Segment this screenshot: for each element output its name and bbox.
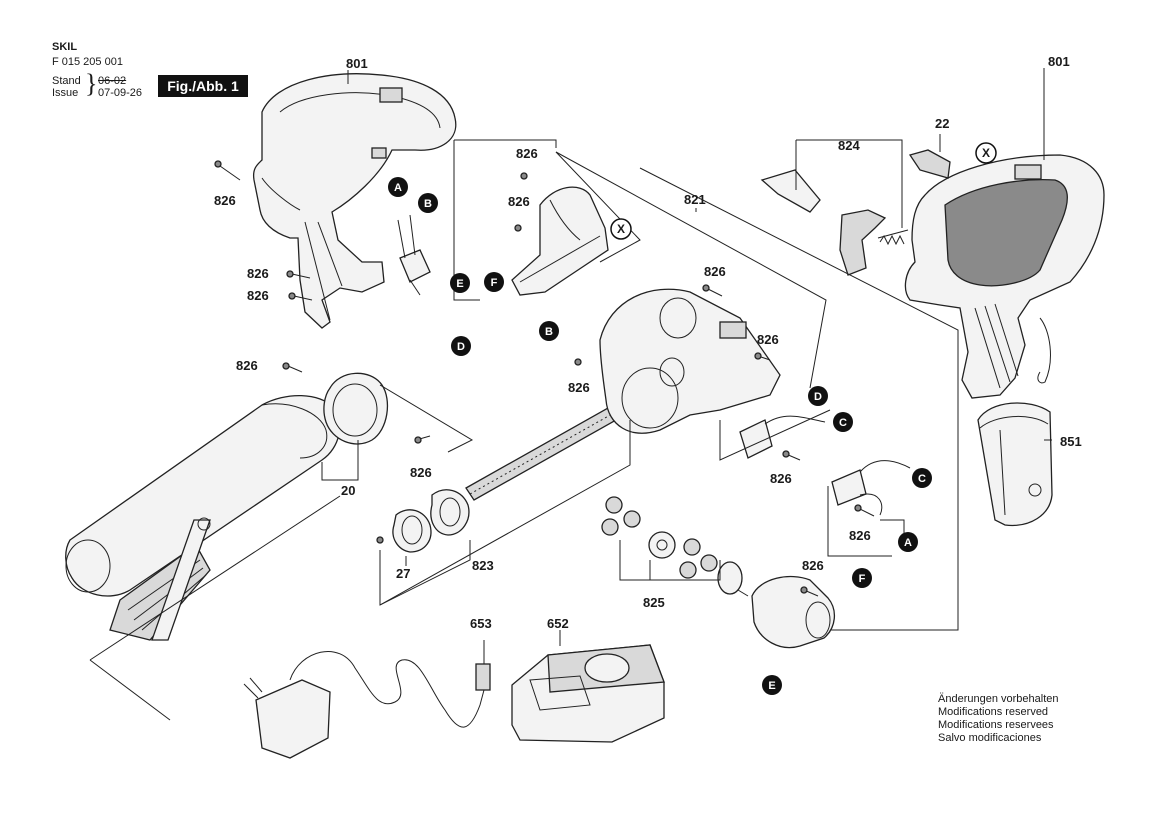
part-number-851: 851 (1060, 434, 1082, 449)
connector-e-badge-2 (762, 675, 782, 695)
micro-switch-part (739, 415, 911, 516)
housing-right-part (904, 154, 1105, 399)
part-number-20: 20 (341, 483, 355, 498)
screw-set-part (214, 160, 875, 597)
part-number-824: 824 (838, 138, 860, 153)
connector-callouts: A B E F D B D C C A F E X X (388, 142, 997, 695)
modification-notes: Änderungen vorbehalten Modifications res… (938, 693, 1058, 745)
part-number-823: 823 (472, 558, 494, 573)
connector-c-label-2: C (918, 473, 926, 485)
connector-b-label: B (424, 198, 432, 210)
brand-name: SKIL (52, 41, 78, 53)
part-number-653: 653 (470, 616, 492, 631)
connector-x-badge-2 (975, 142, 997, 164)
note-line: Modifications reserved (938, 706, 1049, 718)
issue-value: 07-09-26 (98, 87, 143, 99)
part-number-826-f: 826 (508, 194, 530, 209)
connector-a-label-2: A (904, 537, 912, 549)
motor-part (737, 575, 835, 649)
connector-f-label: F (491, 277, 498, 289)
part-number-labels: 801 826 826 826 826 826 826 821 824 22 8… (214, 54, 1082, 631)
issue-label: Issue (52, 87, 79, 99)
connector-c-badge (833, 412, 853, 432)
connector-b-label-2: B (545, 326, 553, 338)
connector-d-badge (451, 336, 471, 356)
rack-rod-part (392, 389, 649, 553)
part-number-801-right: 801 (1048, 54, 1070, 69)
connector-e-label-2: E (768, 680, 775, 692)
connector-x-label-2: X (982, 146, 990, 160)
gear-housing-part (599, 288, 781, 434)
part-number-826-d: 826 (236, 358, 258, 373)
part-number-826-e: 826 (516, 146, 538, 161)
stand-label: Stand (52, 75, 81, 87)
connector-a-badge-2 (898, 532, 918, 552)
note-line: Salvo modificaciones (938, 732, 1042, 744)
connector-e-badge (450, 273, 470, 293)
gear-set-part (601, 496, 743, 595)
end-cap-part (323, 372, 389, 445)
trigger-part (760, 169, 909, 276)
part-number-826-l: 826 (849, 528, 871, 543)
part-number-825: 825 (643, 595, 665, 610)
connector-c-label: C (839, 417, 847, 429)
tube-part (65, 394, 341, 641)
connector-e-label: E (456, 278, 463, 290)
housing-left-part (252, 73, 457, 329)
switch-terminal-part (397, 214, 431, 296)
clip-part (908, 149, 951, 179)
part-number-826-j: 826 (410, 465, 432, 480)
connector-c-badge-2 (912, 468, 932, 488)
figure-label: Fig./Abb. 1 (158, 75, 248, 97)
document-number: F 015 205 001 (52, 56, 123, 68)
brace-symbol: } (85, 69, 98, 98)
connector-d-badge-2 (808, 386, 828, 406)
charger-part (511, 644, 665, 743)
connector-b-badge (418, 193, 438, 213)
connector-a-badge (388, 177, 408, 197)
part-number-826-a: 826 (214, 193, 236, 208)
part-number-27: 27 (396, 566, 410, 581)
connector-d-label: D (457, 341, 465, 353)
connector-f-label-2: F (859, 573, 866, 585)
connector-b-badge-2 (539, 321, 559, 341)
part-number-801-left: 801 (346, 56, 368, 71)
part-number-22: 22 (935, 116, 949, 131)
connector-x-badge (610, 218, 632, 240)
connector-d-label-2: D (814, 391, 822, 403)
part-number-821: 821 (684, 192, 706, 207)
adapter-part (243, 651, 491, 759)
connector-x-label: X (617, 222, 625, 236)
connector-f-badge-2 (852, 568, 872, 588)
part-number-652: 652 (547, 616, 569, 631)
switch-module-part (511, 186, 609, 296)
part-number-826-b: 826 (247, 266, 269, 281)
part-number-826-k: 826 (770, 471, 792, 486)
leader-lines (89, 68, 1052, 721)
battery-part (977, 402, 1053, 527)
part-number-826-g: 826 (704, 264, 726, 279)
part-number-826-i: 826 (568, 380, 590, 395)
part-number-826-c: 826 (247, 288, 269, 303)
part-number-826-m: 826 (802, 558, 824, 573)
connector-f-badge (484, 272, 504, 292)
note-line: Modifications reservees (938, 719, 1054, 731)
note-line: Änderungen vorbehalten (938, 693, 1059, 705)
connector-a-label: A (394, 182, 402, 194)
stand-value: 06-02 (98, 75, 127, 87)
part-number-826-h: 826 (757, 332, 779, 347)
